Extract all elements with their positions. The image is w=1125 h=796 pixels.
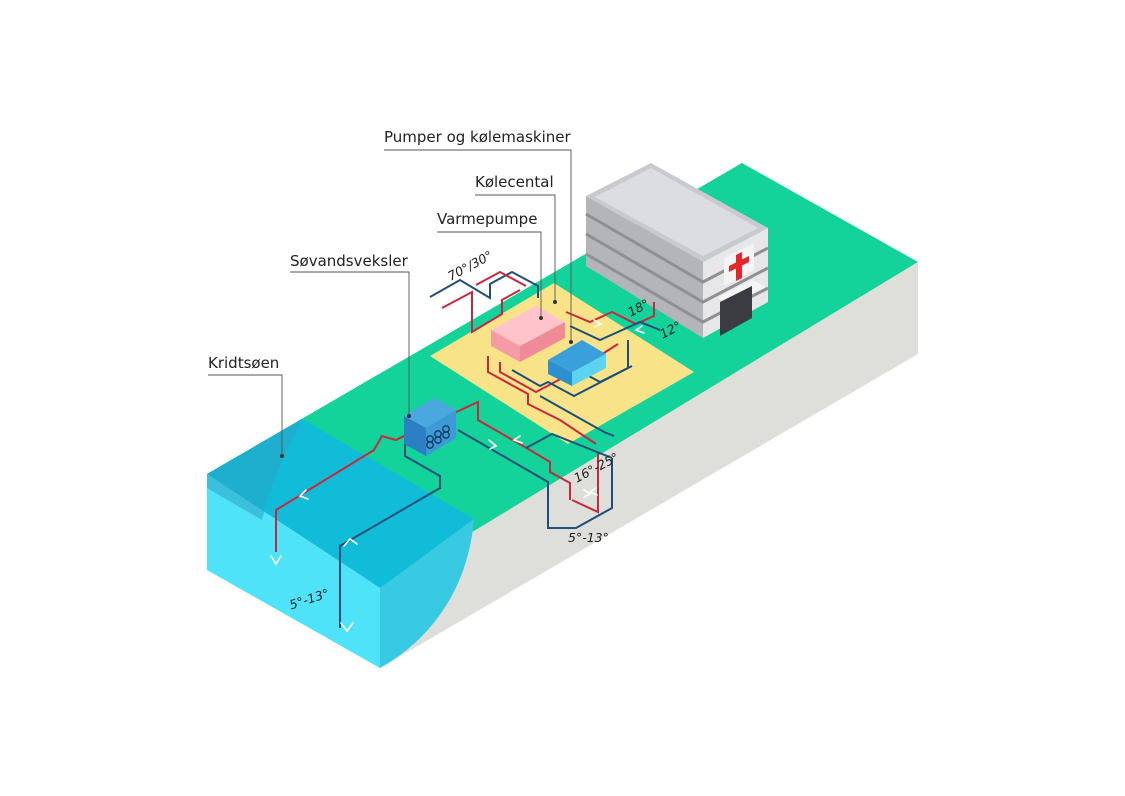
heating-supply-pipe: [441, 289, 521, 334]
leader-pumps: [384, 149, 572, 340]
chevron-arrow-icon: [298, 489, 309, 500]
chevron-arrow-icon: [340, 622, 354, 633]
chevron-arrow-icon: [270, 555, 282, 566]
building-roof-inner: [595, 168, 758, 256]
leader-lines: [208, 149, 572, 455]
heat-pump-unit: [491, 306, 565, 362]
yard-hot-pipe-1: [487, 356, 597, 445]
heating-return-pipe-2: [475, 270, 527, 287]
leader-dot-exchanger: [407, 414, 411, 418]
heat-exchanger-coil-icon: [426, 425, 450, 449]
building-return-pipe: [569, 320, 661, 342]
lake-water-exchanger: [404, 398, 456, 456]
entrance-door: [720, 286, 752, 336]
label-lake-water-exchanger: Søvandsveksler: [290, 252, 408, 270]
cooler-side: [572, 354, 606, 386]
chevron-arrow-icon: [512, 435, 523, 444]
leader-lake-exchanger: [290, 271, 410, 414]
leader-dot-lake: [280, 454, 284, 458]
exchanger-hot-out: [451, 400, 571, 500]
leader-dot-pumps: [569, 340, 573, 344]
lake-hot-pipe: [275, 427, 421, 552]
red-cross-icon: [729, 252, 749, 281]
chevron-arrow-icon: [588, 487, 598, 496]
exchanger-top: [404, 398, 456, 428]
district-cold-link: [525, 432, 613, 459]
leader-dot-heat-pump: [539, 316, 543, 320]
yard-cold-pipe-2: [539, 395, 615, 437]
exchanger-front: [404, 416, 426, 456]
lake: [207, 419, 474, 668]
label-heat-pump: Varmepumpe: [437, 210, 538, 228]
cooling-central-unit: [548, 340, 606, 386]
heating-return-pipe: [429, 270, 539, 300]
heat-pump-top: [491, 306, 565, 346]
heat-pump-side: [520, 322, 565, 362]
exchanger-cold-out: [457, 429, 613, 529]
building-floor-line-2: [585, 232, 769, 304]
chevron-arrow-icon: [593, 319, 603, 328]
lake-depth-shade: [207, 419, 302, 520]
chevron-arrow-icon: [343, 537, 358, 547]
lake-front: [207, 474, 380, 668]
temp-district-low: 5°-13°: [568, 530, 609, 545]
lake-cold-pipe: [339, 442, 441, 628]
heat-pump-front: [491, 330, 520, 362]
leader-lake: [208, 374, 283, 455]
leader-dot-cooling-central: [553, 300, 557, 304]
chevron-arrow-icon: [583, 489, 592, 498]
leader-heat-pump: [437, 231, 542, 316]
leader-dots: [280, 300, 573, 458]
chevron-arrow-icon: [488, 439, 498, 450]
label-pumps-and-chillers: Pumper og kølemaskiner: [384, 128, 571, 146]
leader-cooling-central: [475, 194, 556, 301]
building-supply-pipe: [565, 302, 655, 326]
ground-side: [380, 262, 918, 668]
label-cooling-central: Kølecental: [475, 173, 554, 191]
cooler-front: [548, 360, 572, 386]
flow-arrows: [270, 319, 645, 633]
label-lake: Kridtsøen: [208, 354, 280, 372]
lake-side: [380, 519, 474, 668]
district-hot-loop: [571, 452, 599, 514]
pipe-network: [275, 270, 661, 628]
hospital-building: [585, 163, 769, 338]
cooler-top: [548, 340, 606, 372]
yard-cold-pipe-1: [511, 340, 629, 398]
chevron-arrow-icon: [634, 325, 645, 334]
